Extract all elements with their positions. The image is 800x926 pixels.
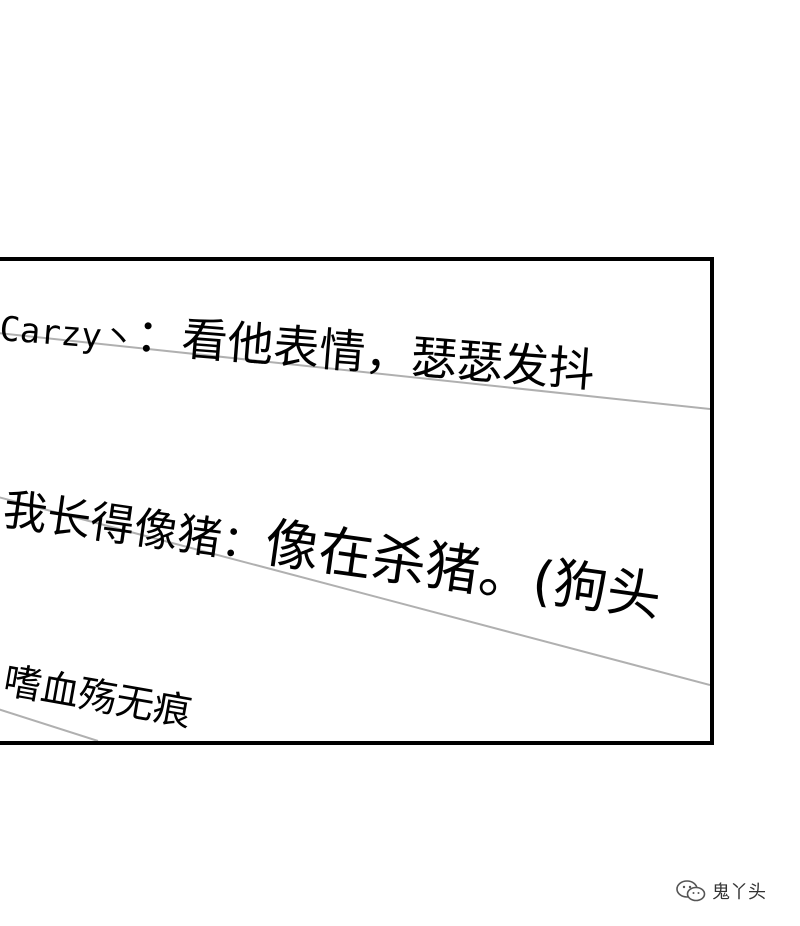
divider-line [0,332,710,410]
divider-line [0,708,99,741]
comment-panel: Carzy丶：看他表情，瑟瑟发抖 我长得像猪：像在杀猪。(狗头 嗜血殇无痕 [0,257,714,745]
wechat-icon [676,880,706,902]
divider-lines [0,332,710,741]
watermark: 鬼丫头 [676,878,766,904]
watermark-text: 鬼丫头 [712,882,766,903]
divider-line [0,496,710,686]
comment-separator: ： [217,514,269,572]
comment-separator: ： [133,307,184,366]
